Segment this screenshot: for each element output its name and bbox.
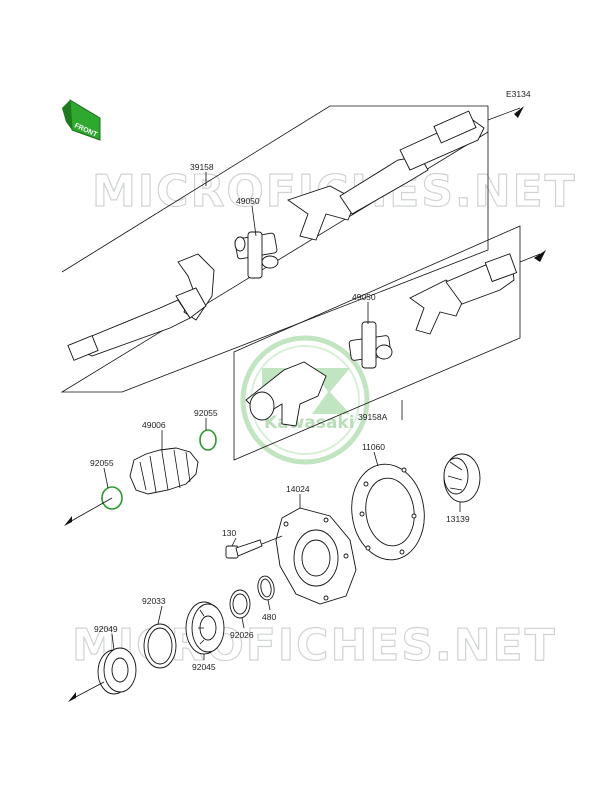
bracket-39158A <box>233 225 521 461</box>
label-14024[interactable]: 14024 <box>286 484 310 494</box>
oil-seal-92049 <box>97 647 137 695</box>
o-ring-92055-upper <box>199 429 217 451</box>
label-49006[interactable]: 49006 <box>142 420 166 430</box>
arrow-top-icon <box>514 106 524 118</box>
snap-ring-92033 <box>143 623 177 669</box>
label-92055-lower[interactable]: 92055 <box>90 458 114 468</box>
front-direction-icon: FRONT <box>62 99 101 141</box>
universal-joint-49050-upper <box>234 231 279 279</box>
label-39158A[interactable]: 39158A <box>358 412 388 422</box>
label-39158[interactable]: 39158 <box>190 162 214 172</box>
label-92049[interactable]: 92049 <box>94 624 118 634</box>
label-92045[interactable]: 92045 <box>192 662 216 672</box>
label-130[interactable]: 130 <box>222 528 236 538</box>
arrow-mid-icon <box>534 250 546 262</box>
circlip-480 <box>257 575 275 601</box>
ring-92026 <box>229 589 251 619</box>
bolt-130 <box>225 539 263 559</box>
housing-14024 <box>275 507 357 605</box>
axis-line-mid <box>519 253 541 263</box>
drive-shaft-39158A <box>245 253 518 427</box>
label-480[interactable]: 480 <box>262 612 276 622</box>
drive-shaft-39158 <box>67 110 485 361</box>
label-49050-lower[interactable]: 49050 <box>352 292 376 302</box>
label-92026[interactable]: 92026 <box>230 630 254 640</box>
axis-line-left <box>65 497 113 525</box>
label-92055-upper[interactable]: 92055 <box>194 408 218 418</box>
label-92033[interactable]: 92033 <box>142 596 166 606</box>
gasket-11060 <box>351 463 425 561</box>
logo-text: Kawasaki <box>264 413 355 433</box>
label-13139[interactable]: 13139 <box>446 514 470 524</box>
arrow-bottom-icon <box>68 692 76 702</box>
label-11060[interactable]: 11060 <box>362 442 385 452</box>
diagram-code: E3134 <box>506 89 531 99</box>
axis-line-top <box>487 107 521 121</box>
sleeve-13139 <box>443 453 481 503</box>
label-49050-upper[interactable]: 49050 <box>236 196 260 206</box>
boot-49006 <box>129 447 199 495</box>
arrow-left-icon <box>64 516 72 526</box>
universal-joint-49050-lower <box>348 321 393 369</box>
o-ring-92055-lower <box>101 486 123 510</box>
bearing-92045 <box>185 601 225 655</box>
